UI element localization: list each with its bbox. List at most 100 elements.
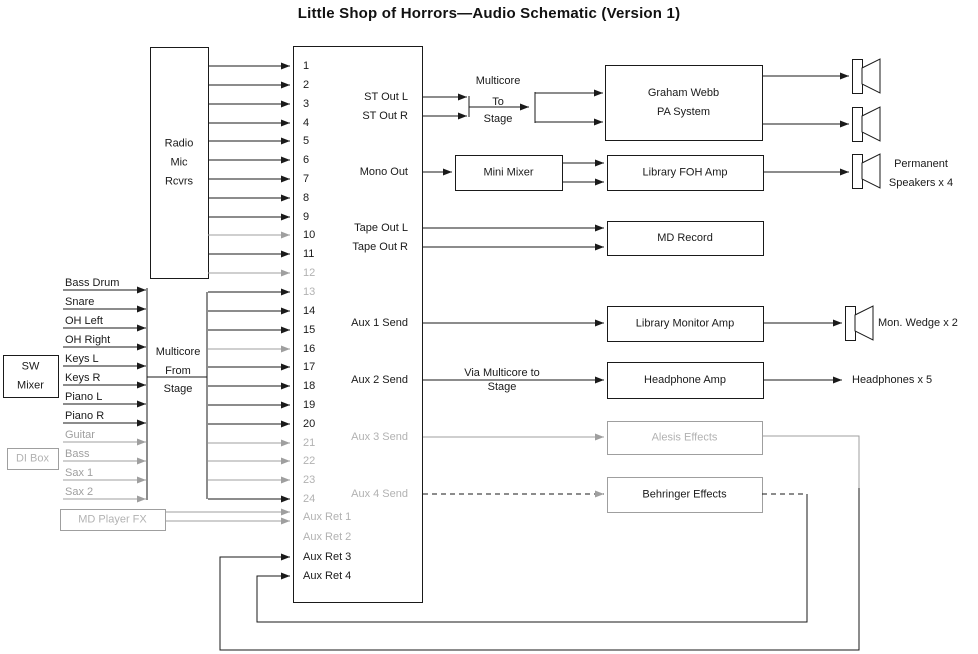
mixer-output-label: Aux 4 Send — [351, 488, 408, 500]
label-multicore-from-3: Stage — [164, 383, 193, 395]
mixer-box-outline — [293, 46, 423, 603]
md-record-box-outline — [607, 221, 764, 256]
mixer-output-label: Aux 2 Send — [351, 374, 408, 386]
md-player-fx-box-label: MD Player FX — [78, 514, 147, 526]
channel-number: 5 — [303, 135, 309, 147]
arrowhead-icon — [281, 175, 290, 183]
aux4-send-line — [423, 490, 604, 498]
channel-number: 17 — [303, 361, 315, 373]
headphone-amp-box-label: Headphone Amp — [644, 374, 726, 386]
input-label: OH Left — [65, 315, 103, 327]
channel-number: 4 — [303, 117, 309, 129]
speaker-body — [852, 59, 863, 94]
arrowhead-icon — [137, 495, 146, 503]
channel-number: 8 — [303, 192, 309, 204]
foh-amp-out-line — [763, 168, 849, 176]
pa-out-bottom-line — [762, 120, 849, 128]
aux-return-label: Aux Ret 3 — [303, 551, 351, 563]
arrowhead-icon — [520, 103, 529, 111]
stage-input-lines — [63, 286, 146, 503]
sw-mixer-box-label: Mixer — [17, 380, 44, 392]
arrowhead-icon — [137, 305, 146, 313]
alesis-effects-box-label: Alesis Effects — [652, 432, 718, 444]
behringer-effects-box-label: Behringer Effects — [642, 489, 727, 501]
pa-speaker-2-icon — [852, 106, 881, 142]
speaker-horn — [861, 106, 881, 142]
channel-number: 13 — [303, 286, 315, 298]
arrowhead-icon — [833, 376, 842, 384]
channel-number: 10 — [303, 229, 315, 241]
arrowhead-icon — [281, 326, 290, 334]
label-via-multicore-1: Via Multicore to — [464, 367, 540, 379]
arrowhead-icon — [137, 381, 146, 389]
arrowhead-icon — [595, 433, 604, 441]
speaker-body — [852, 154, 863, 189]
arrowhead-icon — [595, 490, 604, 498]
label-permanent-1: Permanent — [894, 158, 948, 170]
input-label: Snare — [65, 296, 94, 308]
arrowhead-icon — [840, 72, 849, 80]
input-label: Keys R — [65, 372, 101, 384]
arrowhead-icon — [281, 62, 290, 70]
sw-mixer-box-outline — [3, 355, 59, 398]
input-label: Keys L — [65, 353, 99, 365]
arrowhead-icon — [594, 118, 603, 126]
aux-return-label: Aux Ret 2 — [303, 531, 351, 543]
arrowhead-icon — [281, 156, 290, 164]
arrowhead-icon — [137, 286, 146, 294]
mono-out-line — [423, 168, 452, 176]
alesis-return-line — [219, 488, 860, 651]
stage-split-bottom-line — [535, 118, 603, 126]
headphone-amp-box-outline — [607, 362, 764, 399]
arrowhead-icon — [137, 343, 146, 351]
library-monitor-amp-box-outline — [607, 306, 764, 342]
channel-number: 12 — [303, 267, 315, 279]
input-label: Guitar — [65, 429, 95, 441]
tape-out-r-line — [423, 243, 604, 251]
arrowhead-icon — [281, 100, 290, 108]
mixer-output-label: Tape Out R — [352, 241, 408, 253]
monitor-wedge-speaker-icon — [845, 305, 874, 341]
library-monitor-amp-box: Library Monitor Amp — [607, 306, 764, 342]
input-label: Piano L — [65, 391, 102, 403]
arrowhead-icon — [137, 419, 146, 427]
mixer-output-label: Aux 1 Send — [351, 317, 408, 329]
sw-mixer-box: SW Mixer — [3, 355, 59, 398]
channel-number: 3 — [303, 98, 309, 110]
channel-number: 24 — [303, 493, 315, 505]
sw-mixer-box-label: SW — [22, 361, 40, 373]
label-multicore-to-1: Multicore — [476, 75, 521, 87]
arrowhead-icon — [281, 81, 290, 89]
page-title: Little Shop of Horrors—Audio Schematic (… — [297, 5, 681, 22]
md-record-box-label: MD Record — [657, 232, 713, 244]
behringer-return-line — [256, 494, 808, 623]
mixer-output-label: Tape Out L — [354, 222, 408, 234]
arrowhead-icon — [443, 168, 452, 176]
mixer-channel-feeds — [208, 62, 290, 503]
channel-number: 18 — [303, 380, 315, 392]
arrowhead-icon — [281, 439, 290, 447]
alesis-out-line — [762, 435, 860, 488]
graham-webb-pa-box-outline — [605, 65, 763, 141]
monitor-amp-out-line — [763, 319, 842, 327]
label-headphones: Headphones x 5 — [852, 374, 932, 386]
graham-webb-pa-box-label: Graham Webb — [648, 87, 719, 99]
arrowhead-icon — [281, 137, 290, 145]
md-player-fx-box: MD Player FX — [60, 509, 166, 531]
label-multicore-to-3: Stage — [484, 113, 513, 125]
multicore-to-stage-line — [469, 103, 529, 111]
arrowhead-icon — [137, 438, 146, 446]
arrowhead-icon — [840, 120, 849, 128]
channel-number: 14 — [303, 305, 315, 317]
channel-number: 23 — [303, 474, 315, 486]
arrowhead-icon — [458, 112, 467, 120]
arrowhead-icon — [595, 224, 604, 232]
arrowhead-icon — [281, 288, 290, 296]
channel-number: 21 — [303, 437, 315, 449]
radio-mic-rcvrs-box-label: Rcvrs — [165, 176, 194, 188]
mini-mixer-box-outline — [455, 155, 563, 191]
library-foh-amp-box: Library FOH Amp — [607, 155, 764, 191]
